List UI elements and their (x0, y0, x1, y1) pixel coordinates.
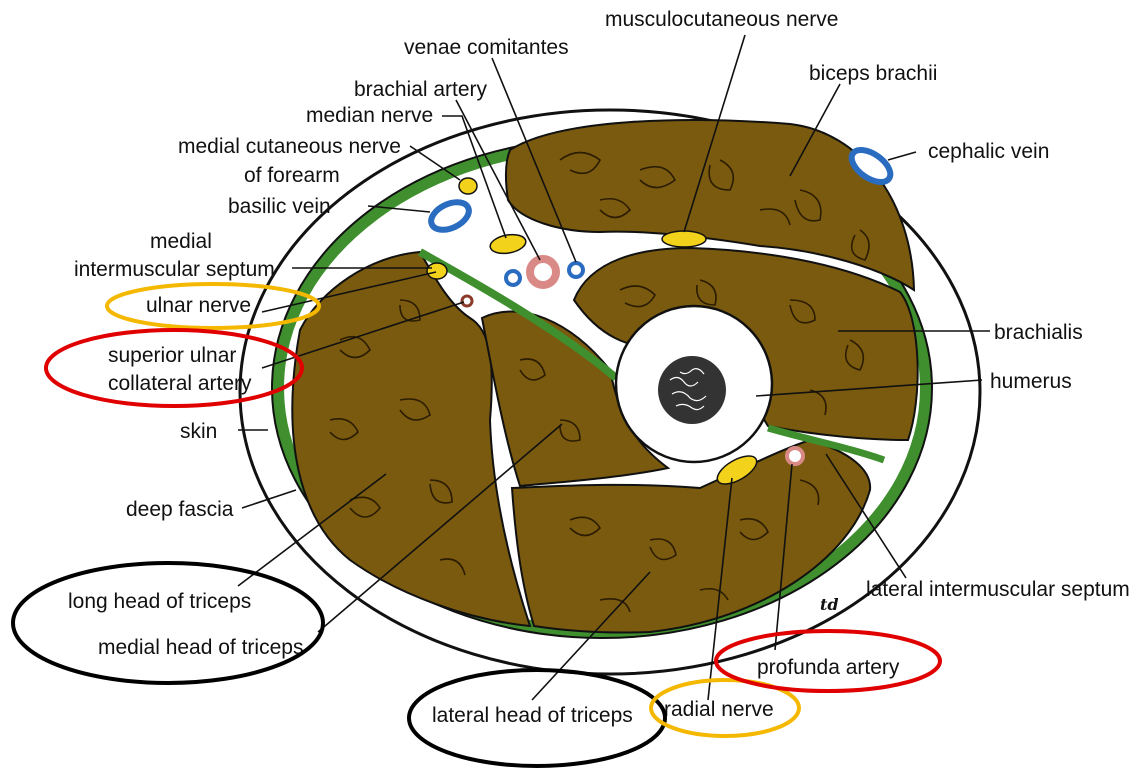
artist-signature: td (820, 595, 839, 614)
superior-ulnar-collateral-artery-shape (462, 296, 472, 306)
label-medial-head-triceps: medial head of triceps (98, 636, 303, 659)
label-radial-nerve: radial nerve (664, 698, 774, 721)
label-medial-cutaneous-nerve-line2: of forearm (244, 164, 340, 187)
label-medial-septum-line1: medial (150, 230, 212, 253)
highlight-long-head-triceps (13, 563, 323, 683)
label-brachialis: brachialis (994, 321, 1083, 344)
label-biceps-brachii: biceps brachii (809, 62, 937, 85)
vena-comitans-left-shape (506, 271, 520, 285)
label-medial-cutaneous-nerve-line1: medial cutaneous nerve (178, 135, 401, 158)
label-basilic-vein: basilic vein (228, 195, 331, 218)
label-medial-septum-line2: intermuscular septum (74, 258, 275, 281)
label-superior-ulnar-line2: collateral artery (108, 372, 252, 395)
label-profunda-artery: profunda artery (757, 656, 900, 679)
profunda-artery-shape (787, 448, 803, 464)
label-superior-ulnar-line1: superior ulnar (108, 344, 236, 367)
label-brachial-artery: brachial artery (354, 78, 488, 101)
label-long-head-triceps: long head of triceps (68, 590, 251, 613)
label-skin: skin (180, 420, 217, 443)
musculocutaneous-nerve-shape (662, 231, 706, 247)
medial-cutaneous-nerve-shape (459, 178, 477, 194)
label-venae-comitantes: venae comitantes (404, 36, 569, 59)
label-cephalic-vein: cephalic vein (928, 140, 1049, 163)
label-humerus: humerus (990, 370, 1072, 393)
label-lateral-septum: lateral intermuscular septum (866, 578, 1130, 601)
vena-comitans-right-shape (569, 263, 583, 277)
humerus-marrow (658, 356, 726, 424)
label-deep-fascia: deep fascia (126, 498, 234, 521)
label-lateral-head-triceps: lateral head of triceps (432, 704, 633, 727)
brachial-artery-shape (530, 259, 556, 285)
ulnar-nerve-shape (427, 263, 447, 279)
label-musculocutaneous-nerve: musculocutaneous nerve (605, 8, 838, 31)
label-median-nerve: median nerve (306, 104, 433, 127)
label-ulnar-nerve: ulnar nerve (146, 294, 251, 317)
